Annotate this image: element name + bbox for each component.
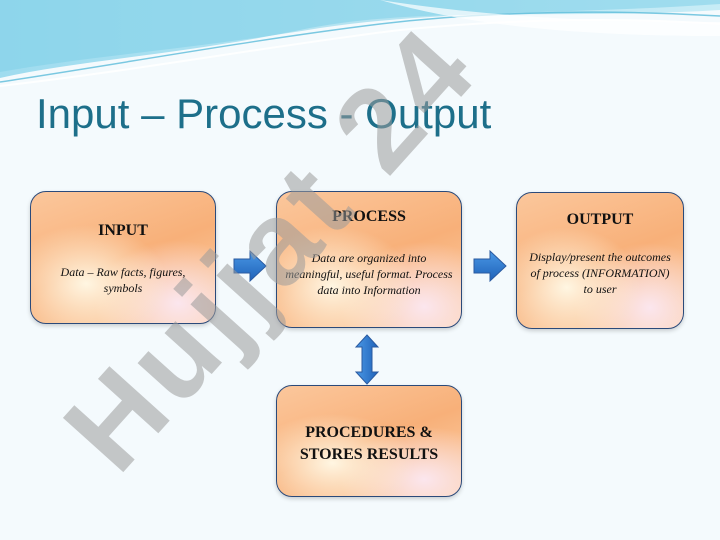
output-heading: OUTPUT [566,211,634,228]
process-description: Data are organized into meaningful, usef… [285,251,453,298]
header-wave-decoration [0,0,720,87]
output-description: Display/present the outcomes of process … [529,250,671,297]
procedures-heading-line2: STORES RESULTS [299,446,439,464]
process-heading: PROCESS [332,208,406,225]
procedures-box: PROCEDURES & STORES RESULTS [276,385,462,497]
procedures-heading: PROCEDURES & STORES RESULTS [277,422,461,467]
output-box: OUTPUT Display/present the outcomes of p… [516,192,684,329]
page-title: Input – Process - Output [36,90,492,137]
process-box: PROCESS Data are organized into meaningf… [276,191,462,328]
input-heading: INPUT [98,222,148,239]
arrow-process-to-output-icon [473,249,507,283]
arrow-process-procedures-bidirectional-icon [354,334,380,385]
input-box: INPUT Data – Raw facts, figures, symbols [30,191,216,324]
arrow-input-to-process-icon [233,249,267,283]
input-description: Data – Raw facts, figures, symbols [60,265,186,296]
procedures-heading-line1: PROCEDURES & [305,424,433,441]
